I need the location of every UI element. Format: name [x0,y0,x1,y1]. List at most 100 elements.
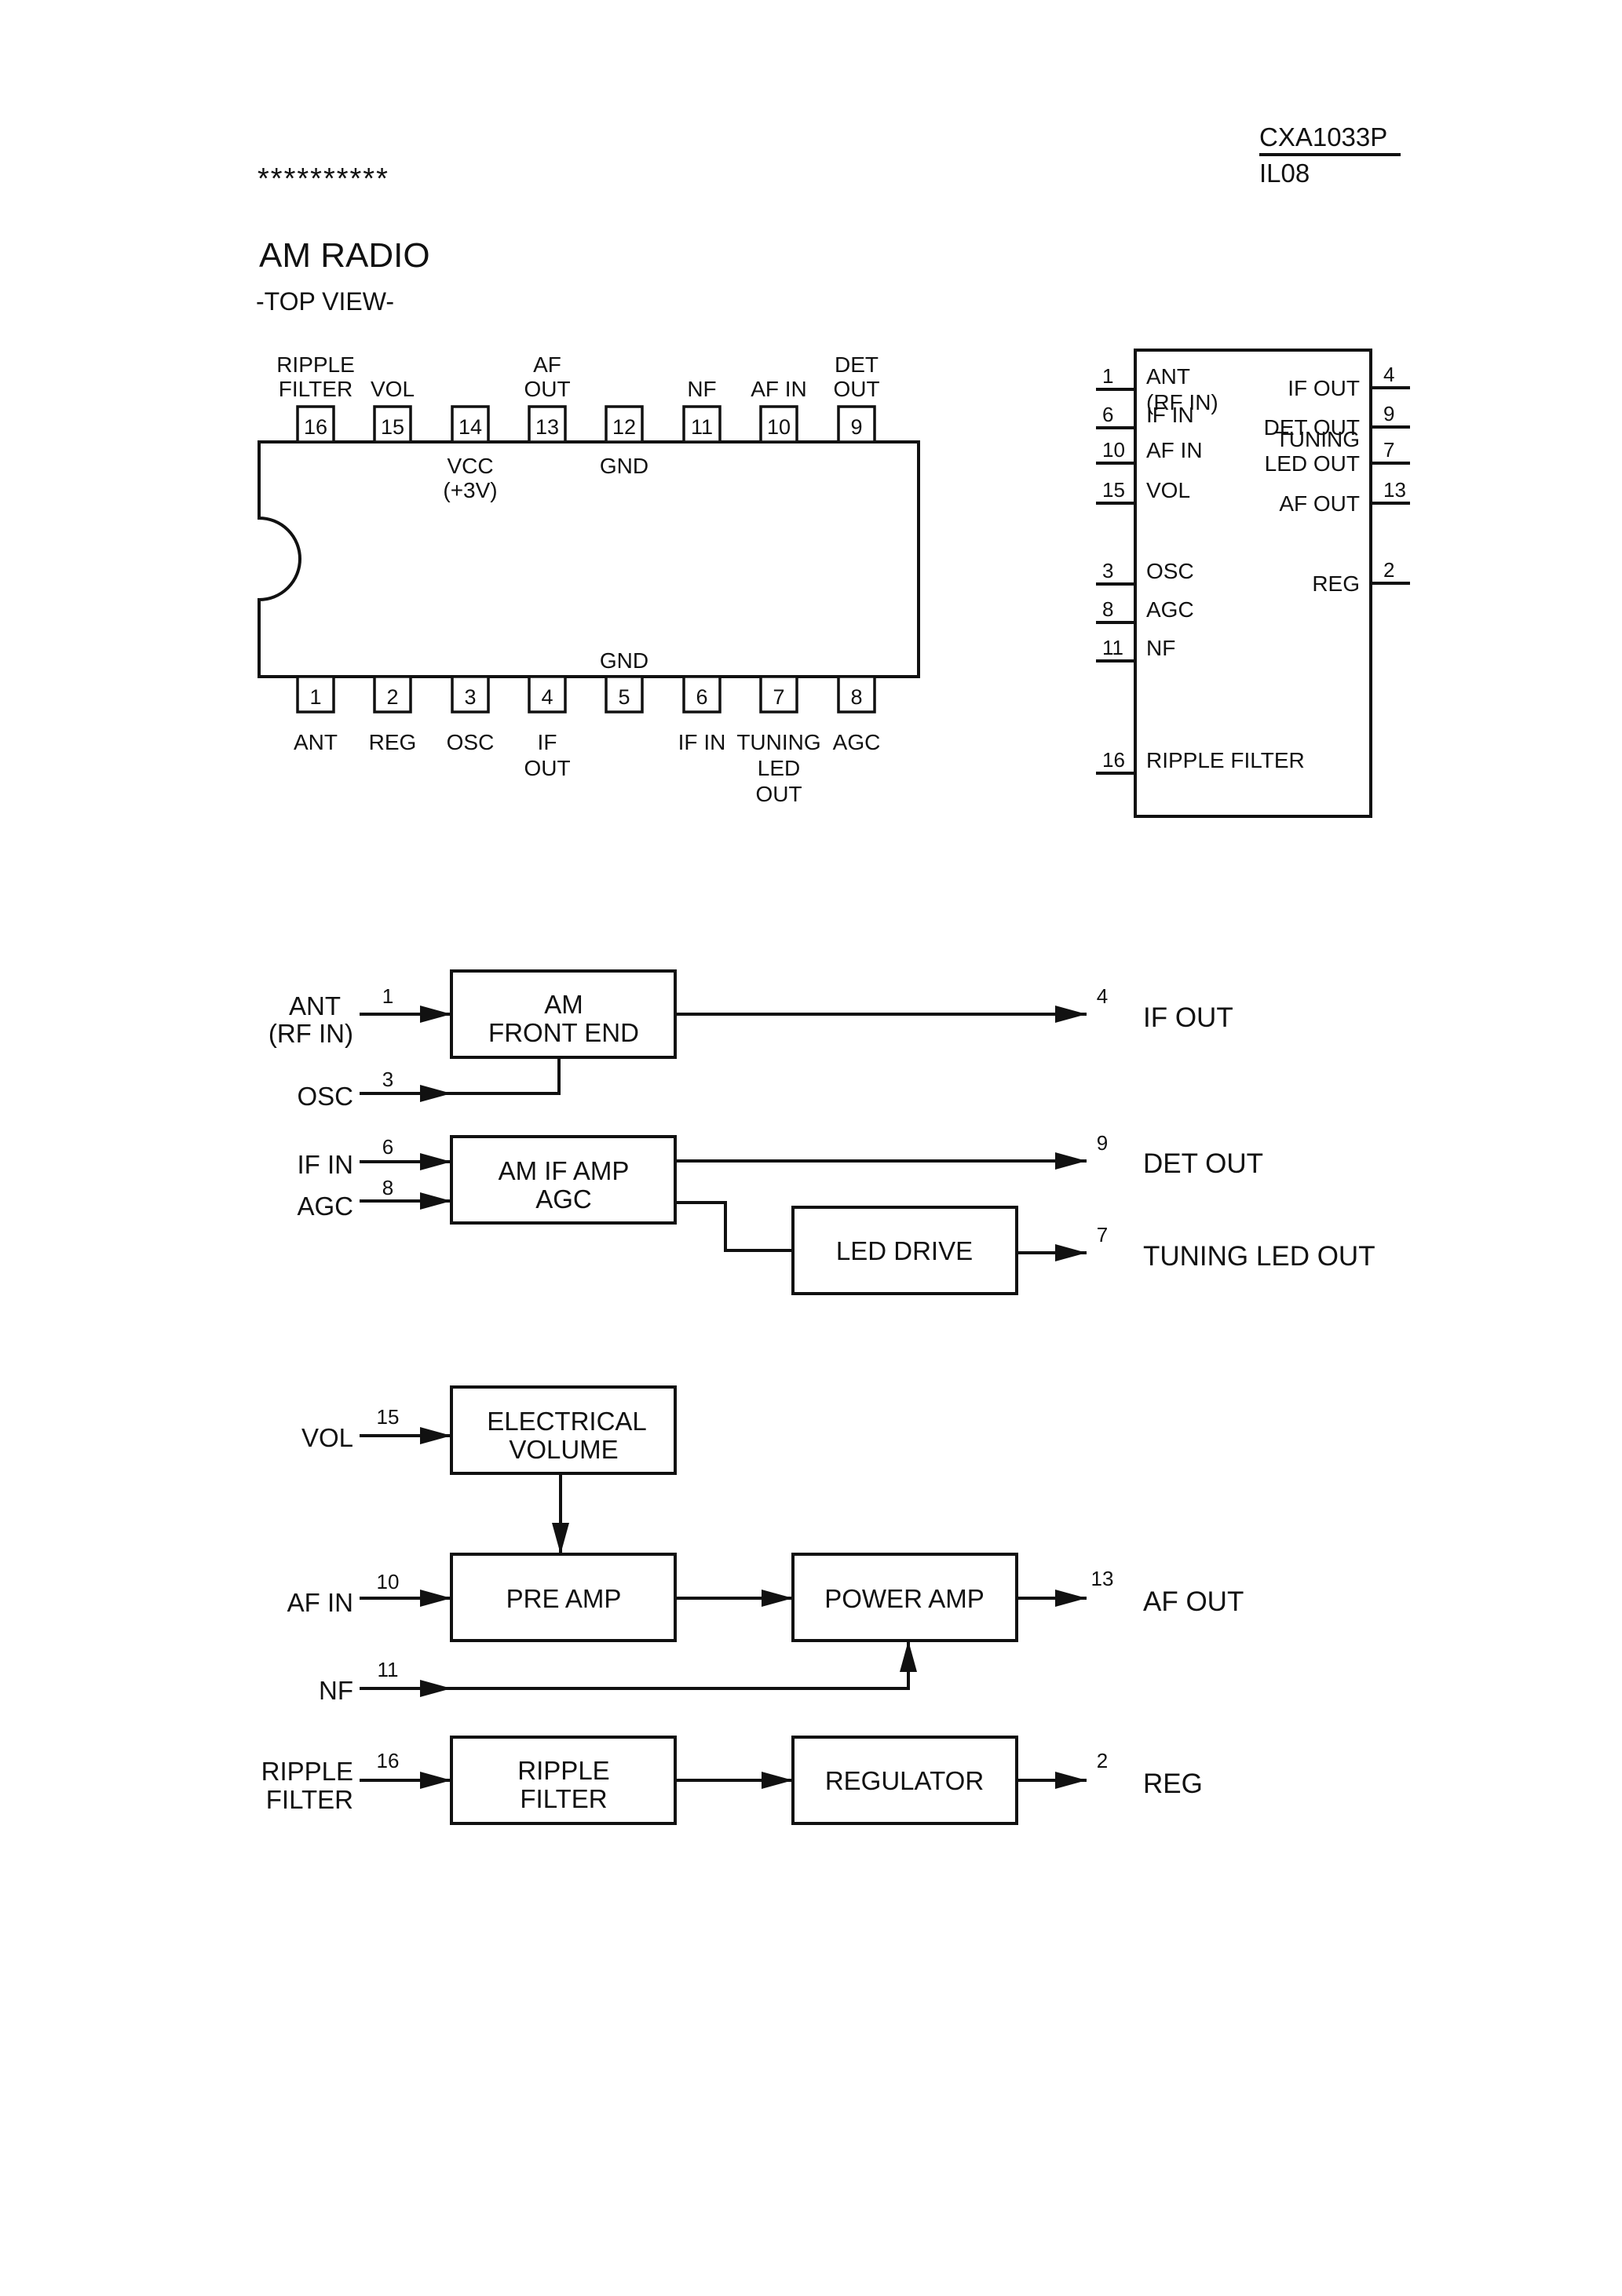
pin-label: DET OUT [1264,415,1360,440]
svg-text:AM IF AMP: AM IF AMP [499,1156,630,1185]
pin-label: VOL [371,377,415,401]
svg-text:REGULATOR: REGULATOR [825,1766,984,1795]
pin-label: OSC [447,730,495,754]
pin-number: 15 [1102,478,1125,502]
svg-text:IF IN: IF IN [298,1150,354,1179]
pin-number: 8 [850,685,862,709]
svg-text:AGC: AGC [535,1185,592,1214]
svg-text:VOLUME: VOLUME [509,1435,618,1464]
pin-box [296,405,335,444]
svg-text:AGC: AGC [297,1192,353,1221]
pin-label: AF [533,352,561,377]
arrow-vol-pre-amp [552,1523,569,1554]
wire-led-drive [675,1201,793,1252]
arrow-nf-power [900,1641,917,1672]
arrow-pre-power [762,1590,793,1607]
pin-number: 4 [1383,363,1394,386]
pin-label: REG [1312,571,1360,596]
arrow-reg [1055,1772,1087,1789]
pin-label: AF IN [751,377,807,401]
pin-label: OUT [524,756,570,780]
svg-text:8: 8 [382,1176,393,1199]
pin-number: 15 [381,415,404,439]
pin-number: 1 [1102,364,1113,388]
pin-label: ANT [1146,364,1190,389]
pin-number: 12 [612,415,636,439]
pin-box [373,405,412,444]
pin-number: 11 [1102,636,1123,659]
svg-text:TUNING LED OUT: TUNING LED OUT [1143,1241,1375,1272]
pin-number: 1 [309,685,321,709]
package-top-pins: 16RIPPLEFILTER15VOL14VCC(+3V)13AFOUT12GN… [276,352,879,502]
pin-inner-label: GND [600,454,648,478]
svg-text:LED DRIVE: LED DRIVE [836,1236,973,1265]
pin-label: IF [538,730,557,754]
pin-number: 13 [535,415,559,439]
pin-box [682,405,721,444]
pin-label: NF [687,377,716,401]
svg-text:11: 11 [378,1658,399,1681]
arrow-filter-regulator [762,1772,793,1789]
svg-text:4: 4 [1097,984,1108,1008]
svg-text:3: 3 [382,1068,393,1091]
arrow-if-in [420,1153,451,1170]
pin-number: 6 [1102,403,1113,426]
arrow-if-out [1055,1006,1087,1023]
pin-label: OSC [1146,559,1194,583]
svg-text:10: 10 [377,1570,400,1593]
pin-inner-label: (+3V) [443,478,497,502]
pin-box [528,675,567,714]
pin-number: 3 [1102,559,1113,582]
pin-number: 9 [1383,402,1394,425]
pin-label: DET [835,352,879,377]
arrow-tuning-led [1055,1244,1087,1261]
pin-box [296,675,335,714]
package-pin-15: 15 VOL [371,377,415,444]
pin-inner-label: VCC [447,454,493,478]
svg-text:1: 1 [382,984,393,1008]
pin-number: 3 [464,685,476,709]
pin-number: 10 [767,415,791,439]
svg-text:DET OUT: DET OUT [1143,1148,1263,1179]
pin-label: VOL [1146,478,1190,502]
svg-text:PRE AMP: PRE AMP [506,1584,622,1613]
pin-number: 10 [1102,438,1125,462]
block-regulator: REGULATOR [791,1736,1018,1825]
svg-text:2: 2 [1097,1749,1108,1772]
block-led-drive: LED DRIVE [791,1206,1018,1295]
pin-label: REG [369,730,417,754]
svg-text:NF: NF [319,1676,353,1705]
pin-label: OUT [755,782,802,806]
svg-text:15: 15 [377,1405,400,1429]
pin-box [451,405,490,444]
pin-box [451,675,490,714]
pin-number: 4 [541,685,553,709]
pin-number: 16 [304,415,327,439]
svg-text:(RF IN): (RF IN) [269,1019,353,1048]
svg-text:FILTER: FILTER [520,1784,607,1813]
block-am-if-amp: AM IF AMP AGC [450,1135,677,1225]
arrow-vol [420,1427,451,1444]
doc-code: IL08 [1259,159,1310,188]
svg-text:16: 16 [377,1749,400,1772]
svg-text:13: 13 [1091,1567,1114,1590]
svg-text:AM: AM [544,990,583,1019]
pin-box [759,675,798,714]
input-if-in: IF IN 6 [298,1135,394,1179]
svg-text:FILTER: FILTER [266,1785,353,1814]
pin-box [682,675,721,714]
arrow-af-in [420,1590,451,1607]
block-diagram: AM FRONT END AM IF AMP AGC LED DRIVE ELE… [261,969,1375,1825]
input-osc: OSC 3 [297,1068,393,1111]
pin-label: OUT [524,377,570,401]
